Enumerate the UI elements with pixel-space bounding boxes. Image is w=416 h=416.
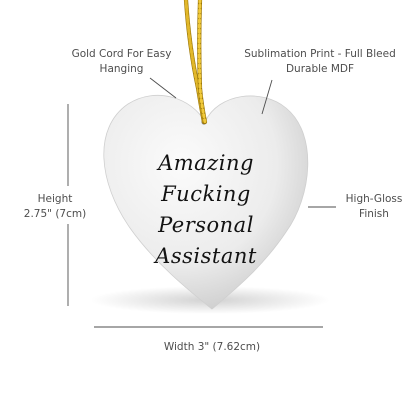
cord-annotation: Gold Cord For Easy Hanging [71,48,172,75]
width-annotation: Width 3" (7.62cm) [163,341,261,353]
message-line: Assistant [155,244,257,268]
print-annotation: Sublimation Print - Full Bleed Durable M… [244,48,396,75]
message-line: Personal [158,213,254,237]
cord-pointer [149,77,177,99]
ornament-message: Amazing Fucking Personal Assistant [126,148,286,272]
gold-cord [183,0,208,125]
height-annotation: Height 2.75" (7cm) [23,193,87,220]
heart-ornament [103,95,309,310]
gloss-annotation: High-Gloss Finish [345,193,403,220]
print-pointer [261,79,273,115]
message-line: Fucking [161,182,251,206]
message-line: Amazing [158,151,254,175]
